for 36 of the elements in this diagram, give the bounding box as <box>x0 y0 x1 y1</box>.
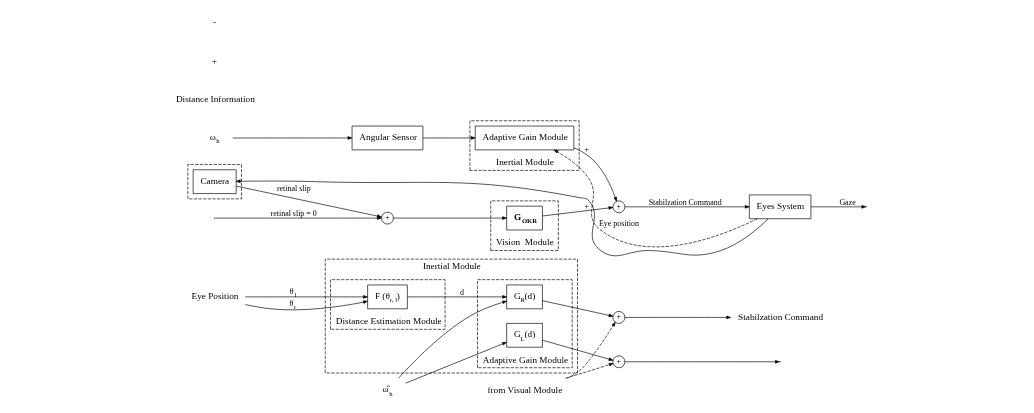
node-box: Adaptive Gain Module <box>474 125 574 151</box>
arrow <box>244 295 368 299</box>
arrow <box>397 300 507 379</box>
label: + <box>211 55 217 66</box>
node-text: ω̂$_{h}$ <box>382 384 392 397</box>
label: Distance Information <box>175 94 255 105</box>
node-box: G$_{OKR}$ <box>505 205 543 231</box>
arrow <box>541 339 613 361</box>
node-box: G$_{R}$(d) <box>505 284 543 310</box>
node-text: Stabilzation Command <box>737 311 823 322</box>
node-box: Eyes System <box>748 194 811 220</box>
arrow <box>810 205 866 209</box>
arrow <box>624 315 731 320</box>
arrow <box>573 147 617 202</box>
label: - <box>212 17 216 28</box>
node-text: ω$_{h}$ <box>209 131 220 145</box>
arrow <box>235 179 769 257</box>
arrow <box>564 363 613 379</box>
arrow <box>624 205 750 209</box>
node-box: Angular Sensor <box>351 125 423 151</box>
node-box: G$_{L}$(d) <box>505 323 543 348</box>
arrow <box>541 300 613 318</box>
arrow <box>422 136 475 140</box>
arrow <box>231 136 352 140</box>
node-text: Eye Position <box>190 291 239 302</box>
node-box: F (θ$_{r, l}$) <box>366 284 408 310</box>
arrow <box>566 321 616 379</box>
arrow <box>553 149 757 248</box>
arrow <box>624 360 780 364</box>
arrow <box>406 295 507 299</box>
arrow <box>244 300 368 311</box>
arrow <box>541 206 613 217</box>
arrow <box>392 216 507 220</box>
node-text: from Visual Module <box>486 384 562 395</box>
arrow <box>404 342 507 384</box>
node-box: Camera <box>192 169 236 194</box>
